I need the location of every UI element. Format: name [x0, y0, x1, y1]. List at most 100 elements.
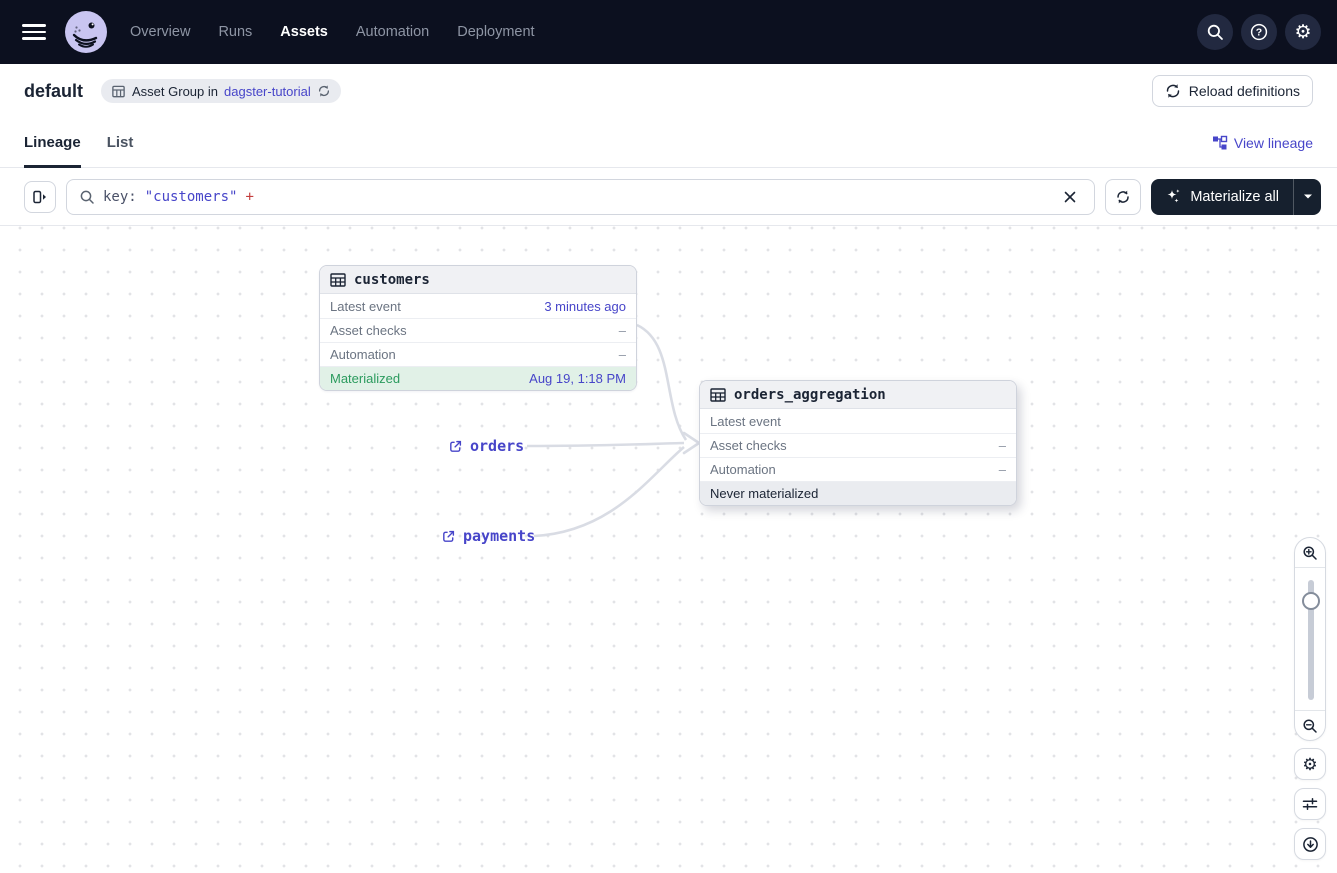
row-label: Automation	[710, 462, 776, 477]
row-value: –	[998, 462, 1006, 477]
row-value: –	[618, 323, 626, 338]
asset-row-asset-checks: Asset checks –	[700, 433, 1016, 457]
zoom-control	[1294, 537, 1326, 741]
gear-icon: ⚙	[1302, 754, 1318, 774]
row-label: Automation	[330, 347, 396, 362]
top-navbar: Overview Runs Assets Automation Deployme…	[0, 0, 1337, 64]
nav-item-overview[interactable]: Overview	[130, 24, 191, 40]
asset-row-never-materialized: Never materialized	[700, 481, 1016, 505]
graph-filters-button[interactable]	[1294, 788, 1326, 820]
row-label: Latest event	[330, 298, 401, 314]
asset-row-asset-checks: Asset checks –	[320, 318, 636, 342]
zoom-slider-track[interactable]	[1308, 580, 1314, 700]
external-link-icon	[450, 440, 462, 452]
row-value[interactable]: 3 minutes ago	[544, 298, 626, 314]
view-lineage-label: View lineage	[1233, 134, 1313, 151]
materialization-timestamp[interactable]: Aug 19, 1:18 PM	[529, 371, 626, 386]
search-token-operator: +	[245, 188, 254, 205]
lineage-graph-canvas[interactable]: customers Latest event 3 minutes ago Ass…	[0, 226, 1337, 873]
reload-definitions-label: Reload definitions	[1188, 83, 1300, 99]
dagster-logo[interactable]	[64, 10, 108, 54]
external-link-icon	[443, 530, 455, 542]
expand-sidebar-button[interactable]	[24, 180, 56, 213]
asset-group-badge: Asset Group in dagster-tutorial	[101, 79, 341, 103]
zoom-slider[interactable]	[1295, 568, 1325, 710]
tabs-row: Lineage List View lineage	[0, 118, 1337, 168]
filters-icon	[1302, 798, 1318, 810]
tab-lineage-label: Lineage	[24, 134, 81, 151]
panel-collapse-icon	[33, 190, 46, 203]
nav-item-deployment[interactable]: Deployment	[457, 24, 535, 40]
materialize-all-label: Materialize all	[1190, 188, 1279, 205]
zoom-in-button[interactable]	[1295, 538, 1325, 568]
zoom-slider-handle[interactable]	[1302, 592, 1320, 610]
tab-list[interactable]: List	[107, 118, 134, 167]
graph-settings-button[interactable]: ⚙	[1294, 748, 1326, 780]
sync-icon[interactable]	[317, 84, 331, 98]
clear-icon	[1065, 191, 1076, 202]
external-asset-label: payments	[463, 527, 536, 545]
asset-row-materialized: Materialized Aug 19, 1:18 PM	[320, 366, 636, 390]
page-header: default Asset Group in dagster-tutorial …	[0, 64, 1337, 118]
asset-row-latest-event: Latest event	[700, 409, 1016, 433]
table-icon	[710, 387, 726, 402]
nav-item-assets[interactable]: Assets	[280, 24, 328, 40]
search-icon	[1207, 24, 1223, 40]
asset-name: orders_aggregation	[734, 386, 886, 403]
reload-icon	[1166, 84, 1179, 98]
reload-definitions-button[interactable]: Reload definitions	[1151, 75, 1313, 107]
row-label: Asset checks	[710, 438, 787, 453]
materialize-all-button[interactable]: Materialize all	[1151, 179, 1293, 215]
zoom-out-button[interactable]	[1295, 710, 1325, 740]
asset-node-header[interactable]: orders_aggregation	[700, 381, 1016, 409]
asset-row-latest-event: Latest event 3 minutes ago	[320, 294, 636, 318]
search-token-value: "customers"	[144, 188, 238, 205]
view-lineage-link[interactable]: View lineage	[1212, 135, 1313, 151]
svg-text:?: ?	[1256, 27, 1262, 39]
asset-name: customers	[354, 271, 430, 288]
zoom-in-icon	[1303, 545, 1317, 560]
status-label: Never materialized	[710, 486, 819, 501]
asset-node-orders-aggregation[interactable]: orders_aggregation Latest event Asset ch…	[699, 380, 1017, 506]
external-asset-payments[interactable]: payments	[441, 527, 535, 545]
refresh-graph-button[interactable]	[1105, 178, 1142, 215]
sparkle-icon	[1167, 189, 1180, 203]
nav-item-runs[interactable]: Runs	[218, 24, 253, 40]
help-button[interactable]: ?	[1241, 14, 1277, 50]
search-icon	[80, 190, 94, 204]
code-location-link[interactable]: dagster-tutorial	[224, 83, 311, 99]
row-label: Latest event	[710, 413, 781, 429]
external-asset-orders[interactable]: orders	[448, 437, 524, 455]
table-icon	[330, 272, 346, 287]
asset-row-automation: Automation –	[700, 457, 1016, 481]
search-button[interactable]	[1197, 14, 1233, 50]
hamburger-icon[interactable]	[22, 20, 46, 44]
external-asset-label: orders	[470, 437, 525, 455]
asset-group-label: Asset Group in	[132, 83, 219, 99]
row-label: Asset checks	[330, 323, 407, 338]
asset-search-input[interactable]: key: "customers" +	[66, 178, 1096, 215]
recenter-icon	[1302, 836, 1318, 852]
clear-search-button[interactable]	[1058, 185, 1082, 209]
gear-icon: ⚙	[1294, 21, 1312, 43]
zoom-out-icon	[1303, 718, 1317, 733]
help-icon: ?	[1250, 23, 1268, 41]
materialize-dropdown-button[interactable]	[1293, 178, 1321, 215]
refresh-icon	[1117, 190, 1130, 203]
nav-item-automation[interactable]: Automation	[355, 24, 430, 40]
status-label: Materialized	[330, 371, 401, 386]
search-token-key: key:	[103, 188, 137, 205]
lineage-edges	[526, 323, 701, 538]
asset-node-customers[interactable]: customers Latest event 3 minutes ago Ass…	[319, 265, 637, 391]
tab-list-label: List	[106, 134, 134, 151]
materialize-split-button: Materialize all	[1151, 178, 1321, 215]
row-value: –	[618, 347, 626, 362]
asset-row-automation: Automation –	[320, 342, 636, 366]
asset-node-header[interactable]: customers	[320, 266, 636, 294]
settings-button[interactable]: ⚙	[1285, 14, 1321, 50]
tab-lineage[interactable]: Lineage	[24, 118, 81, 168]
asset-group-icon	[112, 85, 125, 97]
recenter-view-button[interactable]	[1294, 828, 1326, 860]
caret-down-icon	[1303, 194, 1312, 199]
lineage-graph-icon	[1212, 135, 1228, 149]
